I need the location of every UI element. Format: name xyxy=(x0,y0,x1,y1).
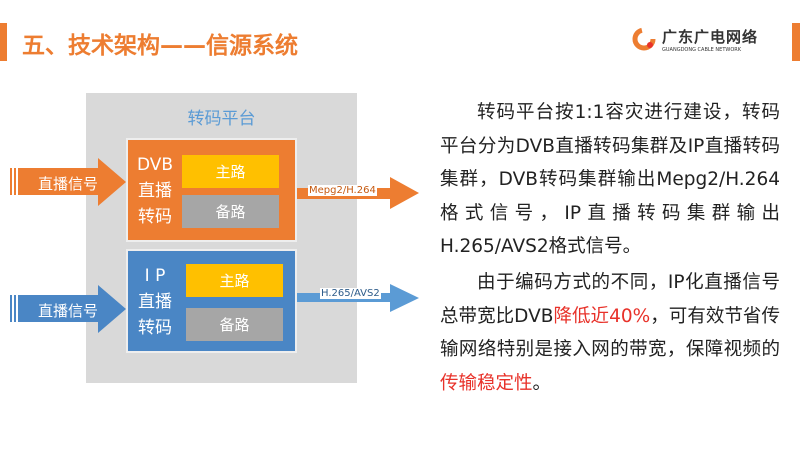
ip-backup-route: 备路 xyxy=(186,308,283,341)
highlight-stability: 传输稳定性 xyxy=(440,372,533,394)
ip-output-label: H.265/AVS2 xyxy=(320,288,381,299)
ip-input-label: 直播信号 xyxy=(38,302,99,320)
paragraph-1: 转码平台按1:1容灾进行建设，转码平台分为DVB直播转码集群及IP直播转码集群，… xyxy=(440,102,780,257)
ip-input-arrow xyxy=(10,285,126,333)
dvb-input-label: 直播信号 xyxy=(38,175,99,193)
paragraph-2: 由于编码方式的不同，IP化直播信号总带宽比DVB降低近40%，可有效节省传输网络… xyxy=(440,272,780,394)
page-title: 五、技术架构——信源系统 xyxy=(22,33,298,59)
company-logo: 广东广电网络 GUANGDONG CABLE NETWORK xyxy=(630,25,758,53)
dvb-output-label: Mepg2/H.264 xyxy=(308,185,377,196)
title-accent-bar xyxy=(0,23,7,61)
dvb-backup-route: 备路 xyxy=(182,195,279,228)
title-accent-bar-right xyxy=(792,23,800,61)
highlight-bandwidth: 降低近40% xyxy=(553,305,651,327)
logo-en: GUANGDONG CABLE NETWORK xyxy=(662,46,742,53)
dvb-input-arrow xyxy=(10,158,126,206)
dvb-main-route: 主路 xyxy=(182,155,279,188)
platform-title: 转码平台 xyxy=(187,109,256,129)
ip-main-route: 主路 xyxy=(186,264,283,297)
logo-cn: 广东广电网络 xyxy=(662,27,759,46)
logo-icon xyxy=(632,27,656,51)
